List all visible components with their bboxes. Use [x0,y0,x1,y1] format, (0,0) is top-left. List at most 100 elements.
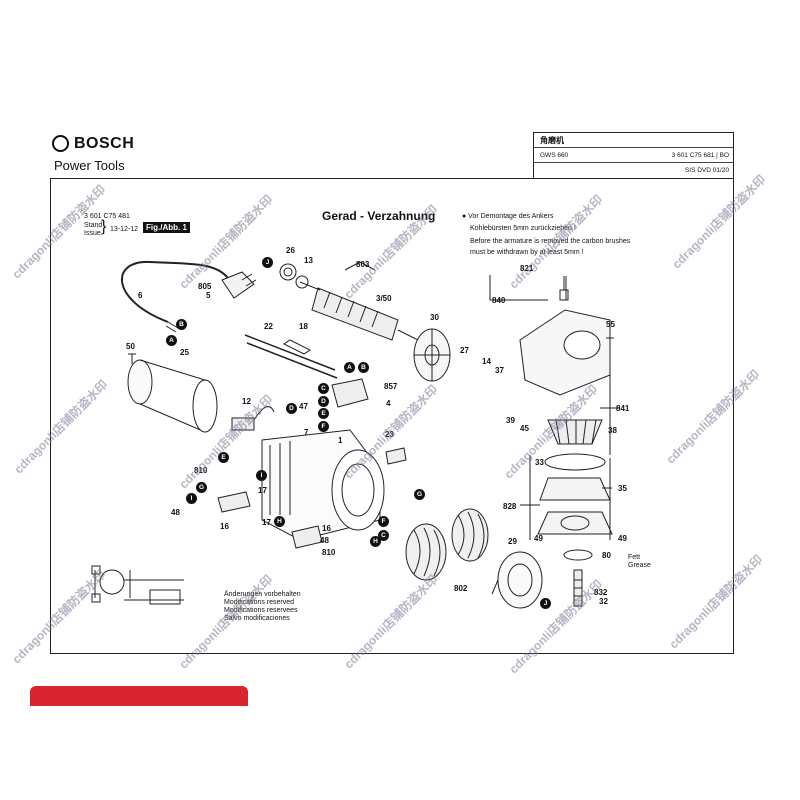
brand-subtitle: Power Tools [54,158,125,173]
part-45: 45 [520,424,529,433]
part-16-left: 16 [220,522,229,531]
part-1: 1 [338,436,343,445]
part-841: 841 [616,404,630,413]
badge-a-cable: A [166,335,177,346]
armature-803 [299,281,419,341]
badge-i-left: I [186,493,197,504]
badge-g-coil: G [414,489,425,500]
title-model: GWS 660 [540,152,569,159]
part-840: 840 [492,296,506,305]
changes-line-2: Modifications reserved [224,599,295,606]
note-line-3: Before the armature is removed the carbo… [470,238,631,245]
spindle-832 [563,549,593,607]
badge-b-switch: B [358,362,369,373]
screw-50 [128,353,136,364]
brush-holder-16b [291,525,323,549]
title-sis: SIS DVD 01/20 [684,167,729,174]
red-banner [30,686,248,706]
badge-j-top: J [262,257,273,268]
badge-h-coil: H [370,536,381,547]
handle-bar-22 [244,334,338,379]
part-48-right: 48 [320,536,329,545]
housing-cover-25 [127,359,218,433]
part-47: 47 [299,402,308,411]
bosch-logo-icon [52,135,69,152]
grease-label-de: Fett [628,554,641,561]
gear-head-821 [519,276,611,396]
part-55: 55 [606,320,615,329]
stand-label: Stand [84,222,103,229]
part-48-left: 48 [171,508,180,517]
fan-30 [413,328,451,382]
part-80: 80 [602,551,611,560]
part-18: 18 [299,322,308,331]
bearing-26 [279,263,297,281]
part-29: 29 [508,537,517,546]
part-6: 6 [138,291,143,300]
part-805: 805 [198,282,212,291]
grease-label-en: Grease [628,562,651,569]
part-12: 12 [242,397,251,406]
title-block: 角磨机 GWS 660 3 601 C75 681 | BO SIS DVD 0… [533,132,734,178]
part-857: 857 [384,382,398,391]
part-17-bottom: 17 [262,518,271,527]
part-50: 50 [126,342,135,351]
part-37: 37 [495,366,504,375]
badge-e-wire: E [218,452,229,463]
part-23: 23 [385,430,394,439]
title-model-row: GWS 660 3 601 C75 681 | BO [534,148,733,163]
part-49-left: 49 [534,534,543,543]
part-810-top: 810 [194,466,208,475]
guard-29 [491,551,543,609]
part-821: 821 [520,264,534,273]
field-coil-802 [405,508,489,581]
badge-h-brush: H [274,516,285,527]
part-14: 14 [482,357,491,366]
badge-f-coil: F [378,516,389,527]
part-30: 30 [430,313,439,322]
issue-date: 13-12-12 [110,226,139,233]
part-5: 5 [206,291,211,300]
note-line-4: must be withdrawn by at least 5mm ! [470,249,584,256]
part-832: 832 [594,588,608,597]
diagram-frame [50,178,734,654]
diagram-title: Gerad - Verzahnung [322,209,436,223]
bearing-13 [295,275,309,289]
badge-f-switch: F [318,421,329,432]
badge-j-guard: J [540,598,551,609]
changes-line-4: Salvo modificaciones [224,615,290,622]
badge-e-switch: E [318,408,329,419]
wiring-schematic [91,565,184,605]
part-828: 828 [503,502,517,511]
motor-housing-1 [261,429,385,541]
part-27: 27 [460,346,469,355]
power-cable [121,260,229,323]
part-32: 32 [599,597,608,606]
part-17-top: 17 [258,486,267,495]
cap-23 [385,447,407,465]
badge-c-coil: C [378,530,389,541]
brace: } [101,218,107,235]
badge-d-condenser: D [286,403,297,414]
title-part-no: 3 601 C75 681 | BO [671,152,729,159]
changes-line-1: Änderungen vorbehalten [224,591,301,598]
part-35: 35 [618,484,627,493]
part-803: 803 [356,260,370,269]
part-39: 39 [506,416,515,425]
badge-a-switch: A [344,362,355,373]
part-3-50: 3/50 [376,294,392,303]
part-7: 7 [304,428,309,437]
note-line-1: ● Vor Demontage des Ankers [462,213,554,220]
part-16-right: 16 [322,524,331,533]
switch-857 [331,378,369,408]
condenser-12 [231,417,255,431]
title-cn: 角磨机 [534,133,733,148]
screw-55 [606,337,614,350]
brush-holder-16a [217,491,251,513]
part-13: 13 [304,256,313,265]
badge-i-brush: I [256,470,267,481]
part-26: 26 [286,246,295,255]
part-810-bottom: 810 [322,548,336,557]
part-25: 25 [180,348,189,357]
